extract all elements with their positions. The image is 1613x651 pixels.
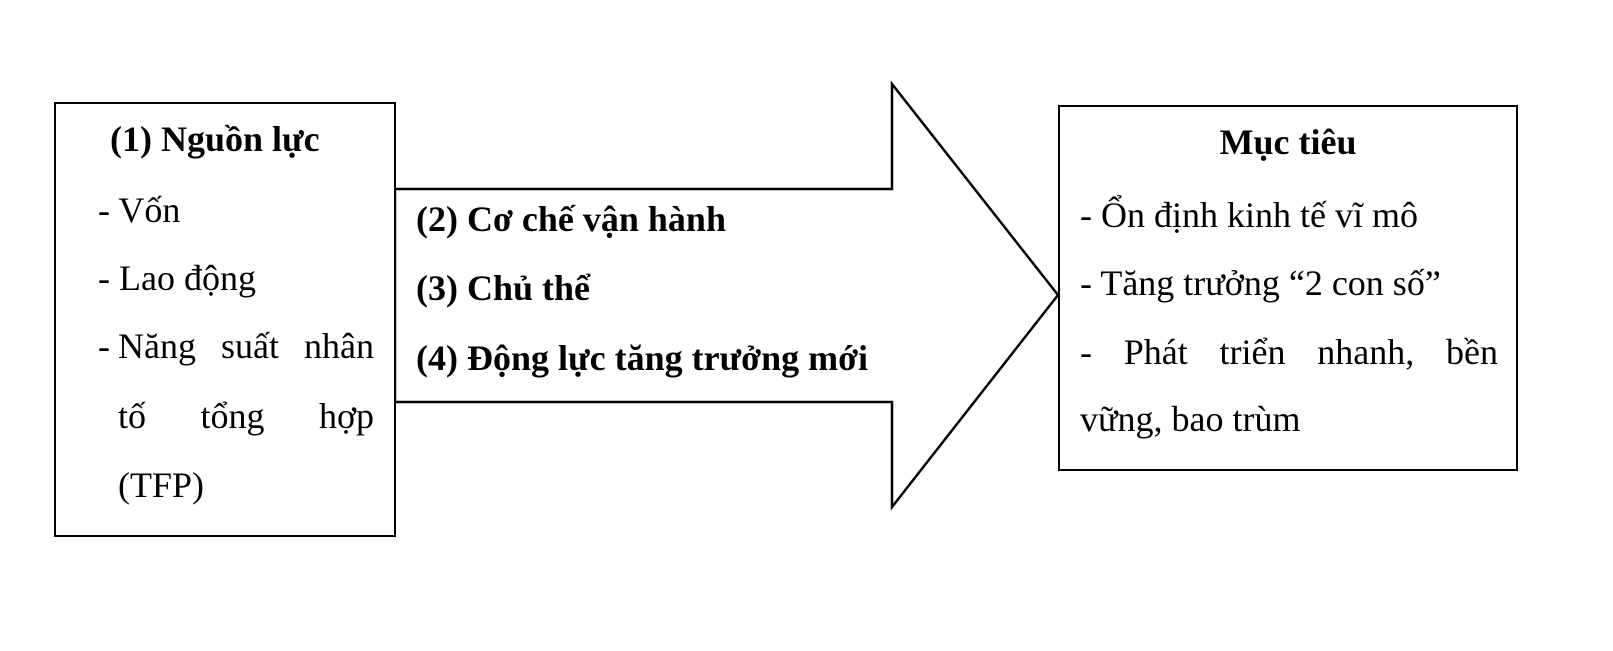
bullet-dash: - — [98, 326, 110, 366]
goal-item-stability: - Ổn định kinh tế vĩ mô — [1080, 195, 1418, 235]
resource-item-labor: - Lao động — [98, 258, 256, 298]
resource-item-label: Vốn — [118, 190, 181, 230]
bullet-dash: - — [98, 190, 110, 230]
resource-item-capital: - Vốn — [98, 190, 180, 230]
arrow-shape — [393, 80, 1060, 511]
arrow-item-mechanism: (2) Cơ chế vận hành — [416, 199, 726, 239]
resources-box: (1) Nguồn lực - Vốn - Lao động - Năng su… — [54, 102, 396, 537]
resource-item-tfp-line1: Năng suất nhân — [118, 326, 374, 366]
goal-item-development-line2: vững, bao trùm — [1080, 399, 1301, 439]
goals-title: Mục tiêu — [1219, 122, 1357, 162]
resources-title: (1) Nguồn lực — [110, 119, 320, 159]
goals-box: Mục tiêu - Ổn định kinh tế vĩ mô - Tăng … — [1058, 105, 1518, 471]
goal-item-growth: - Tăng trưởng “2 con số” — [1080, 263, 1441, 303]
resource-item-tfp: - — [98, 326, 110, 366]
arrow-item-drivers: (4) Động lực tăng trưởng mới — [416, 338, 869, 378]
goal-item-development-line1: - Phát triển nhanh, bền — [1080, 332, 1498, 372]
resource-item-label: Lao động — [119, 258, 256, 298]
resource-item-tfp-line3: (TFP) — [118, 465, 205, 505]
bullet-dash: - — [98, 258, 110, 298]
arrow-item-actors: (3) Chủ thể — [416, 268, 591, 308]
resource-item-tfp-line2: tố tổng hợp — [118, 396, 374, 436]
